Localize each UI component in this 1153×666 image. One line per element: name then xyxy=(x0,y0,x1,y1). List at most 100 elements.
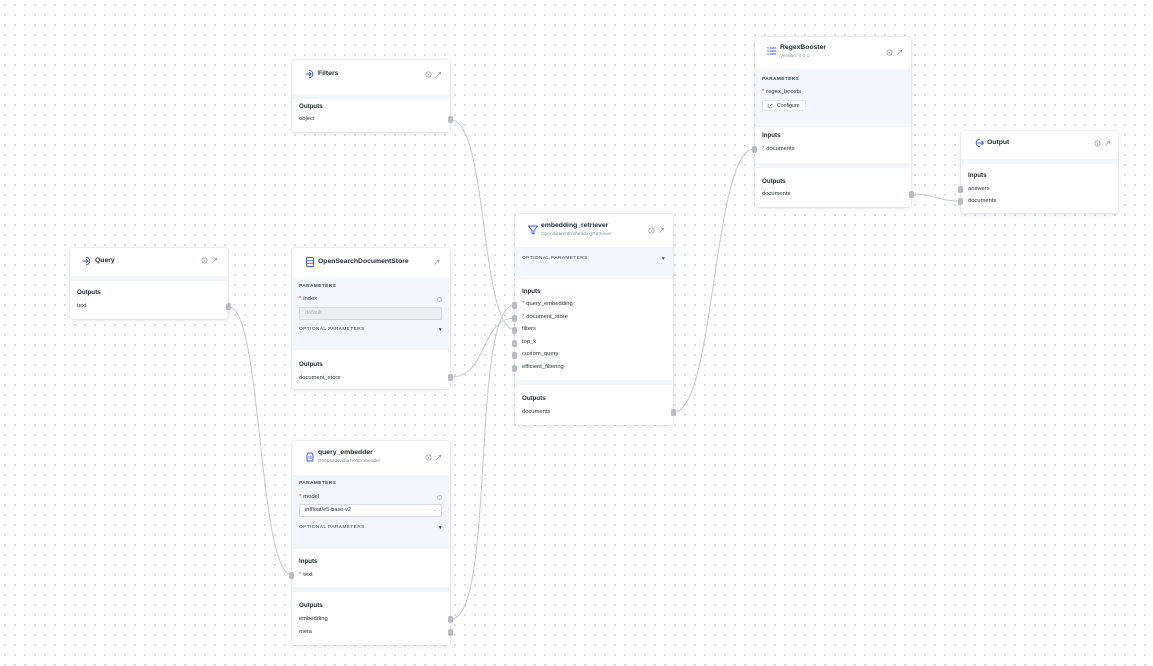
node-title: embedding_retriever xyxy=(541,222,609,229)
node-title: Filters xyxy=(318,70,339,77)
port-documents-in[interactable] xyxy=(958,198,963,205)
port-text-out[interactable] xyxy=(226,303,231,310)
outputs-label: Outputs xyxy=(299,361,323,368)
port-filters-in[interactable] xyxy=(512,327,517,334)
input-filters: filters xyxy=(522,326,536,332)
input-query-embedding: *query_embedding xyxy=(522,301,573,307)
arrow-out-icon xyxy=(973,137,985,149)
input-efficient-filtering: efficient_filtering xyxy=(522,364,564,370)
embedding-retriever-node[interactable]: embedding_retriever OpenSearchEmbeddingR… xyxy=(512,214,676,425)
query-node[interactable]: Query Outputs text xyxy=(70,248,231,319)
info-icon[interactable] xyxy=(648,227,655,234)
port-answers-in[interactable] xyxy=(958,186,963,193)
node-title: Query xyxy=(95,257,115,264)
output-object: object xyxy=(299,116,315,122)
output-documents: documents xyxy=(762,191,791,197)
inputs-label: Inputs xyxy=(762,132,781,139)
external-edit-icon xyxy=(767,103,773,108)
list-icon xyxy=(766,45,778,57)
port-document-store-in[interactable] xyxy=(512,315,517,322)
node-title: query_embedder xyxy=(318,449,373,456)
input-text: *text xyxy=(299,572,313,578)
port-custom-query-in[interactable] xyxy=(512,352,517,359)
index-value: default xyxy=(305,310,322,316)
node-subtitle: OpenSearchEmbeddingRetriever xyxy=(541,232,612,237)
optional-parameters-label: OPTIONAL PARAMETERS xyxy=(299,327,365,332)
index-field[interactable]: default xyxy=(299,307,442,320)
edge-query-text-to-embedder-text xyxy=(228,306,293,576)
port-text-in[interactable] xyxy=(289,572,294,579)
info-icon[interactable] xyxy=(201,257,208,264)
edge-filters-object-to-retriever-filters xyxy=(450,119,516,331)
node-title: RegexBooster xyxy=(780,44,827,51)
output-text: text xyxy=(77,303,87,309)
info-icon[interactable] xyxy=(437,495,442,500)
input-documents: *documents xyxy=(762,146,795,152)
parameters-label: PARAMETERS xyxy=(299,481,337,486)
param-model: *model xyxy=(299,494,320,500)
info-icon[interactable] xyxy=(886,49,893,56)
input-document-store: *document_store xyxy=(522,314,568,320)
regex-booster-node[interactable]: RegexBooster Version: 4.0.1 PARAMETERS *… xyxy=(752,37,914,207)
outputs-label: Outputs xyxy=(522,395,546,402)
select-chevron-icon: ⌄ xyxy=(432,506,437,513)
configure-button[interactable]: Configure xyxy=(762,100,806,111)
port-document-store-out[interactable] xyxy=(448,374,453,381)
document-store-node[interactable]: OpenSearchDocumentStore PARAMETERS *inde… xyxy=(292,248,453,389)
output-meta: meta xyxy=(299,629,312,635)
node-subtitle: Version: 4.0.1 xyxy=(780,54,810,59)
inputs-label: Inputs xyxy=(522,288,541,295)
database-icon xyxy=(304,256,316,268)
outputs-label: Outputs xyxy=(762,178,786,185)
arrow-in-icon xyxy=(304,68,316,80)
expand-icon[interactable] xyxy=(435,454,442,461)
optional-parameters-label: OPTIONAL PARAMETERS xyxy=(522,256,588,261)
input-answers: answers xyxy=(968,186,990,192)
outputs-label: Outputs xyxy=(299,103,323,110)
node-title: Output xyxy=(987,139,1010,146)
port-top-k-in[interactable] xyxy=(512,340,517,347)
caret-down-icon: ▾ xyxy=(438,327,442,333)
port-embedding-out[interactable] xyxy=(448,616,453,623)
parameters-label: PARAMETERS xyxy=(762,77,800,82)
node-subtitle: DeepsetNvidiaTextEmbedder xyxy=(318,459,381,464)
optional-parameters-toggle[interactable]: OPTIONAL PARAMETERS ▾ xyxy=(299,327,442,333)
output-node[interactable]: Output Inputs answers documents xyxy=(958,131,1118,213)
expand-icon[interactable] xyxy=(658,227,665,234)
optional-parameters-label: OPTIONAL PARAMETERS xyxy=(299,525,365,530)
port-efficient-filtering-in[interactable] xyxy=(512,365,517,372)
info-icon[interactable] xyxy=(425,71,432,78)
param-index: *index xyxy=(299,296,318,302)
expand-icon[interactable] xyxy=(1104,140,1111,147)
optional-parameters-toggle[interactable]: OPTIONAL PARAMETERS ▾ xyxy=(522,256,665,262)
expand-icon[interactable] xyxy=(211,257,218,264)
port-query-embedding-in[interactable] xyxy=(512,302,517,309)
caret-down-icon: ▾ xyxy=(661,256,665,262)
query-embedder-node[interactable]: query_embedder DeepsetNvidiaTextEmbedder… xyxy=(289,441,453,645)
port-meta-out[interactable] xyxy=(448,629,453,636)
info-icon[interactable] xyxy=(437,297,442,302)
expand-icon[interactable] xyxy=(896,49,903,56)
port-documents-in[interactable] xyxy=(752,146,757,153)
configure-label: Configure xyxy=(777,102,800,109)
arrow-in-icon xyxy=(81,255,93,267)
input-documents: documents xyxy=(968,198,997,204)
info-icon[interactable] xyxy=(425,454,432,461)
output-document-store: document_store xyxy=(299,375,341,381)
embedder-icon xyxy=(304,451,316,463)
port-documents-out[interactable] xyxy=(671,409,676,416)
model-select[interactable]: intfloat/e5-base-v2 ⌄ xyxy=(299,504,442,517)
filters-node[interactable]: Filters Outputs object xyxy=(292,60,453,132)
expand-icon[interactable] xyxy=(435,71,442,78)
edge-retriever-documents-to-booster-documents xyxy=(673,148,755,413)
output-documents: documents xyxy=(522,409,551,415)
expand-icon[interactable] xyxy=(433,259,440,266)
caret-down-icon: ▾ xyxy=(438,525,442,531)
optional-parameters-toggle[interactable]: OPTIONAL PARAMETERS ▾ xyxy=(299,525,442,531)
edge-store-to-retriever-document-store xyxy=(450,317,516,378)
port-object-out[interactable] xyxy=(448,116,453,123)
outputs-label: Outputs xyxy=(299,602,323,609)
port-documents-out[interactable] xyxy=(909,191,914,198)
model-value: intfloat/e5-base-v2 xyxy=(305,507,352,513)
info-icon[interactable] xyxy=(1094,140,1101,147)
